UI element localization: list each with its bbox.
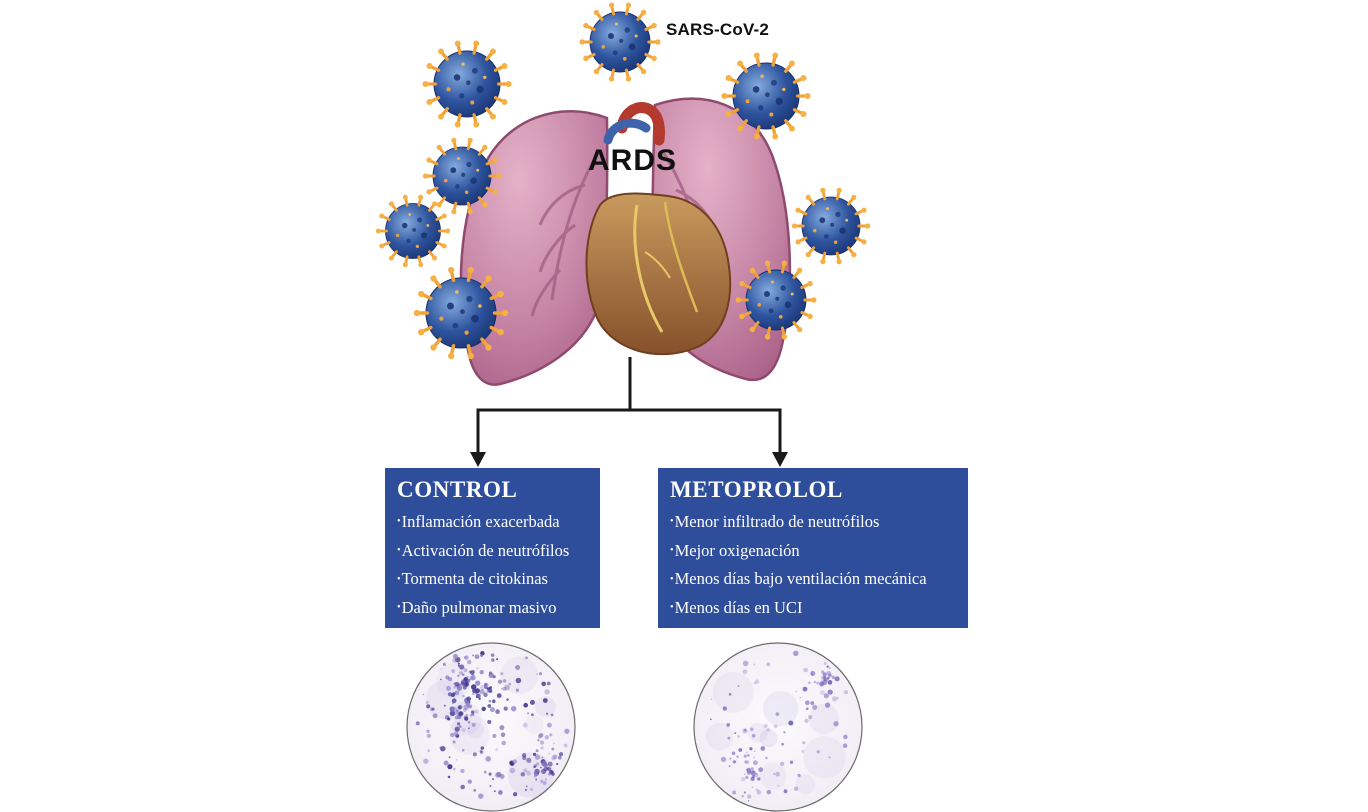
bronchi-left [530,149,602,317]
sars-cov-2-label: SARS-CoV-2 [666,20,770,39]
metoprolol-item: Mejor oxigenación [670,537,958,566]
control-item: Activación de neutrófilos [397,537,590,566]
arrowhead-left [470,452,486,467]
microscopy-control-image [406,642,576,812]
lungs-illustration [459,97,792,386]
control-item: Daño pulmonar masivo [397,594,590,623]
virus-icon [577,0,663,84]
control-item: Inflamación exacerbada [397,508,590,537]
metoprolol-box: METOPROLOL Menor infiltrado de neutrófil… [658,468,968,628]
metoprolol-item: Menor infiltrado de neutrófilos [670,508,958,537]
arrowhead-right [772,452,788,467]
control-box-title: CONTROL [397,477,518,502]
heart-illustration [585,192,732,356]
microscopy-metoprolol-image [693,642,863,812]
control-box-list: Inflamación exacerbada Activación de neu… [397,508,590,623]
metoprolol-item: Menos días en UCI [670,594,958,623]
virus-icon [420,38,514,130]
virus-icon [790,186,872,266]
flow-arrows [470,357,788,467]
metoprolol-box-list: Menor infiltrado de neutrófilos Mejor ox… [670,508,958,623]
great-vessels [603,102,666,146]
ards-label: ARDS [588,144,678,177]
metoprolol-item: Menos días bajo ventilación mecánica [670,565,958,594]
control-box: CONTROL Inflamación exacerbada Activació… [385,468,600,628]
metoprolol-box-title: METOPROLOL [670,477,843,502]
control-item: Tormenta de citokinas [397,565,590,594]
